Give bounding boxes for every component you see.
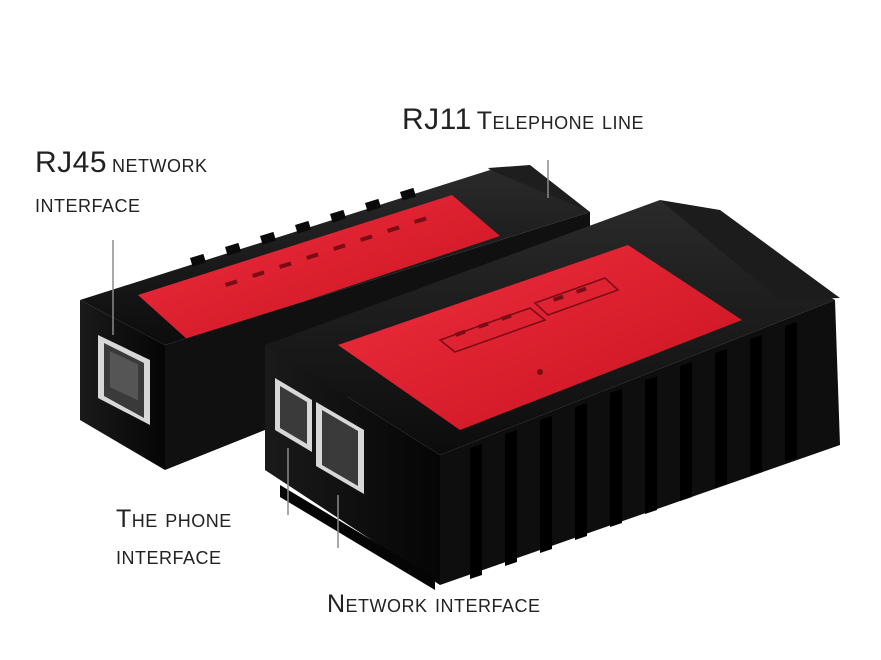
rj45-callout: RJ45 network xyxy=(35,146,208,181)
rj11-callout-title: RJ11 xyxy=(402,103,472,136)
network-callout: Network interface xyxy=(327,590,541,618)
rj45-callout-line2: interface xyxy=(35,190,141,218)
rj45-callout-text: network xyxy=(112,150,208,178)
front-led-groups xyxy=(438,277,620,353)
front-tester-unit xyxy=(265,200,840,590)
rj11-callout: RJ11 Telephone line xyxy=(402,103,644,138)
rj45-callout-title: RJ45 xyxy=(35,146,108,179)
front-red-panel xyxy=(338,245,742,430)
rj11-callout-text: Telephone line xyxy=(476,107,645,135)
rear-red-panel xyxy=(138,195,500,340)
phone-callout-line1: The phone xyxy=(116,505,232,533)
phone-callout-line2: interface xyxy=(116,542,222,570)
grip-ridges xyxy=(470,322,797,579)
callout-leader-lines xyxy=(112,160,549,548)
rear-led-row xyxy=(225,216,427,287)
